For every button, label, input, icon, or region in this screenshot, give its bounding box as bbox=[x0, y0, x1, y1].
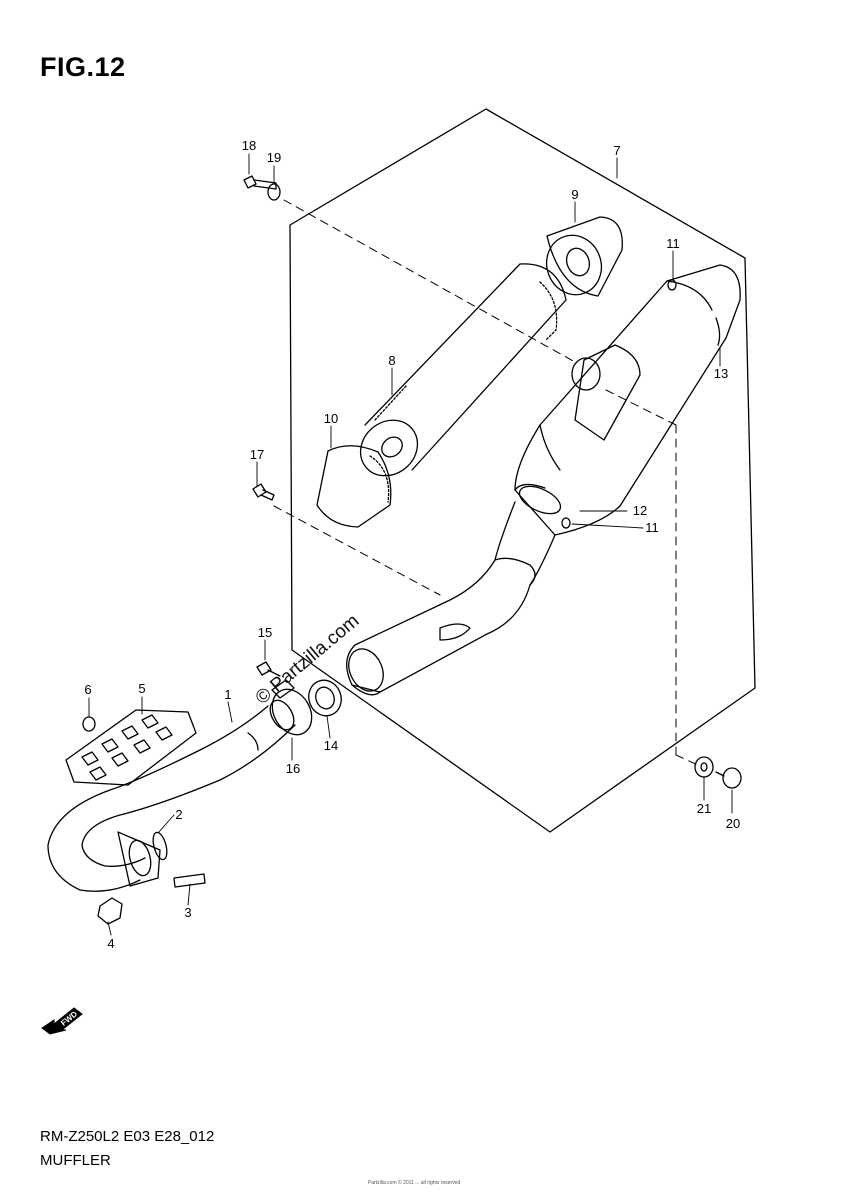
callout-20: 20 bbox=[726, 816, 740, 831]
alignment-lines bbox=[273, 199, 701, 767]
callout-13: 13 bbox=[714, 366, 728, 381]
nut-6 bbox=[82, 716, 96, 732]
callout-15: 15 bbox=[258, 625, 272, 640]
callout-4: 4 bbox=[107, 936, 114, 951]
leader-lines bbox=[88, 153, 733, 936]
bolt-18 bbox=[243, 175, 277, 190]
grommet-21 bbox=[694, 756, 714, 778]
callout-5: 5 bbox=[138, 681, 145, 696]
figure-title: FIG.12 bbox=[40, 52, 126, 82]
bolt-11-top bbox=[667, 279, 677, 291]
front-cap-part bbox=[316, 445, 392, 528]
callout-9: 9 bbox=[571, 187, 578, 202]
callout-7: 7 bbox=[613, 143, 620, 158]
fwd-arrow-icon: FWD bbox=[41, 1007, 83, 1035]
grommet-21-inner bbox=[700, 762, 708, 772]
assembled-muffler-rear bbox=[539, 264, 741, 507]
rear-cap-part bbox=[545, 216, 623, 297]
bolt-17 bbox=[252, 483, 275, 501]
callout-12: 12 bbox=[633, 503, 647, 518]
clamp-part bbox=[271, 679, 313, 736]
exhaust-pipe-part bbox=[47, 699, 296, 892]
callout-11-top: 11 bbox=[666, 236, 680, 251]
callout-17: 17 bbox=[250, 447, 264, 462]
bolt-15 bbox=[256, 661, 281, 677]
callout-11-mid: 11 bbox=[645, 520, 659, 535]
callout-18: 18 bbox=[242, 138, 256, 153]
callout-21: 21 bbox=[697, 801, 711, 816]
nut-part bbox=[97, 897, 123, 925]
callout-6: 6 bbox=[84, 682, 91, 697]
callout-1: 1 bbox=[224, 687, 231, 702]
callout-14: 14 bbox=[324, 738, 338, 753]
joint-gasket-part bbox=[308, 679, 342, 717]
callout-3: 3 bbox=[184, 905, 191, 920]
muffler-body-part bbox=[359, 263, 567, 477]
washer-19 bbox=[267, 183, 281, 201]
callout-labels: 18 19 7 9 11 8 10 13 17 12 11 15 6 5 1 1… bbox=[84, 138, 740, 951]
model-code: RM-Z250L2 E03 E28_012 bbox=[40, 1128, 215, 1145]
joint-pipe-part bbox=[346, 559, 531, 696]
section-name: MUFFLER bbox=[40, 1152, 111, 1169]
bolt-20 bbox=[715, 767, 742, 789]
fine-print: Partzilla.com © 2011 ... all rights rese… bbox=[368, 1180, 461, 1186]
heat-protector-part bbox=[65, 709, 197, 786]
assembly-outline bbox=[289, 108, 756, 833]
stud-bolt-part bbox=[173, 873, 206, 888]
gasket-part bbox=[117, 831, 168, 887]
bolt-11-mid bbox=[561, 517, 571, 529]
callout-8: 8 bbox=[388, 353, 395, 368]
callout-10: 10 bbox=[324, 411, 338, 426]
callout-19: 19 bbox=[267, 150, 281, 165]
callout-2: 2 bbox=[175, 807, 182, 822]
assembled-muffler-mid bbox=[494, 424, 621, 586]
callout-16: 16 bbox=[286, 761, 300, 776]
